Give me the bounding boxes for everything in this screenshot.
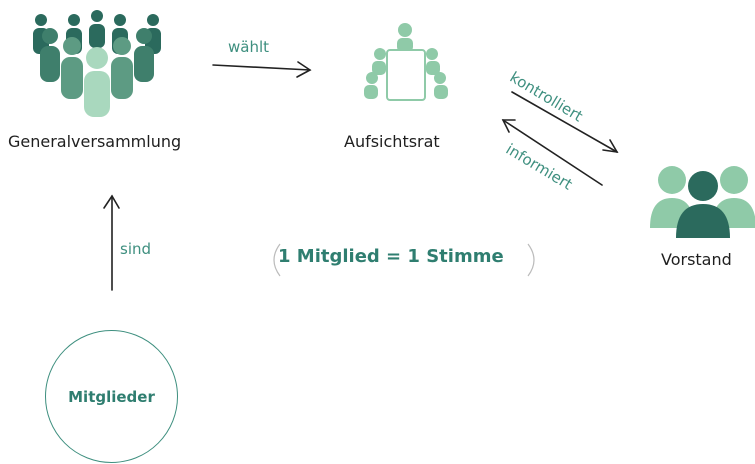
crowd-icon — [33, 10, 161, 117]
node-label-generalversammlung: Generalversammlung — [8, 132, 182, 151]
group-of-three-icon — [650, 166, 755, 238]
meeting-table-icon — [364, 23, 448, 101]
node-label-mitglieder: Mitglieder — [68, 387, 155, 406]
node-label-aufsichtsrat: Aufsichtsrat — [344, 132, 440, 151]
members-node: Mitglieder — [45, 330, 178, 463]
voting-rule: 1 Mitglied = 1 Stimme — [278, 246, 504, 267]
arrow-kontrolliert — [511, 91, 618, 153]
arrow-waehlt — [212, 64, 311, 71]
node-label-vorstand: Vorstand — [661, 250, 732, 269]
arrow-informiert — [502, 119, 603, 186]
edge-label-sind: sind — [120, 240, 152, 258]
edge-label-waehlt: wählt — [228, 38, 270, 56]
